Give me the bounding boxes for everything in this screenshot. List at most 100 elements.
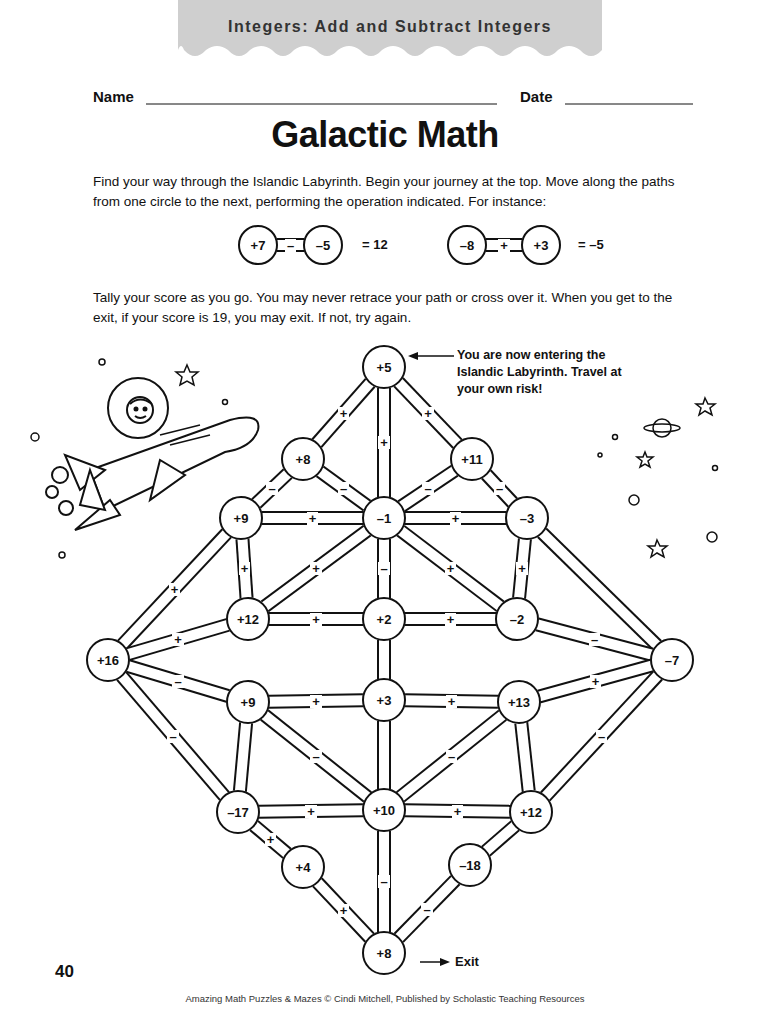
bar-outline xyxy=(405,511,506,525)
circle-number: –8 xyxy=(460,238,474,253)
path-bar xyxy=(264,530,368,607)
bar-fill xyxy=(255,473,288,504)
bar-fill xyxy=(264,530,368,607)
bar-fill xyxy=(536,624,652,655)
operation-sign: – xyxy=(338,482,349,495)
operation-sign: + xyxy=(310,613,322,626)
bar-fill xyxy=(398,879,456,938)
operation-sign: + xyxy=(169,583,181,596)
operation-sign: – xyxy=(266,482,277,495)
path-bar xyxy=(317,882,371,939)
operation-sign: + xyxy=(452,805,464,818)
instructions: Tally your score as you go. You may neve… xyxy=(93,288,693,328)
page-title: Galactic Math xyxy=(0,114,770,156)
bar-outline xyxy=(399,382,458,444)
bar-outline xyxy=(486,238,522,252)
path-bar xyxy=(536,624,652,655)
maze-circle: +16 xyxy=(86,638,130,682)
bar-outline xyxy=(400,715,502,797)
bar-outline xyxy=(262,511,363,525)
maze-circle: +13 xyxy=(497,680,541,724)
path-bar xyxy=(240,722,246,792)
operation-sign: + xyxy=(239,562,251,575)
example-circle: +7 xyxy=(238,225,278,265)
bar-outline xyxy=(377,539,391,598)
bar-fill xyxy=(379,830,389,933)
bar-outline xyxy=(401,531,501,607)
bar-outline xyxy=(320,471,367,505)
path-bar xyxy=(384,720,385,790)
operation-sign: + xyxy=(422,407,434,420)
bar-outline xyxy=(256,473,288,503)
bar-outline xyxy=(399,880,456,938)
example-result: = –5 xyxy=(578,237,604,252)
bar-fill xyxy=(379,538,389,599)
operation-sign: + xyxy=(172,633,184,646)
bar-fill xyxy=(317,882,371,939)
path-bar xyxy=(545,675,659,798)
operation-sign: + xyxy=(310,562,322,575)
bar-outline xyxy=(128,625,228,654)
circle-number: –2 xyxy=(510,612,524,627)
path-bar xyxy=(486,474,514,504)
circle-number: –17 xyxy=(227,805,249,820)
bar-outline xyxy=(122,676,225,796)
example-circle: –5 xyxy=(303,225,343,265)
entry-callout: You are now entering the Islandic Labyri… xyxy=(457,347,627,398)
maze-circle: +9 xyxy=(226,680,270,724)
bar-outline xyxy=(277,238,304,252)
bar-fill xyxy=(253,825,287,854)
circle-number: –3 xyxy=(520,511,534,526)
maze-circle: –7 xyxy=(650,638,694,682)
bar-fill xyxy=(400,530,501,607)
operation-sign: – xyxy=(421,903,432,916)
bar-fill xyxy=(398,381,458,444)
maze-circle: –1 xyxy=(362,496,406,540)
circle-number: +10 xyxy=(373,803,395,818)
circle-number: +12 xyxy=(237,612,259,627)
circle-number: –7 xyxy=(665,653,679,668)
circle-number: +2 xyxy=(377,612,392,627)
space-decoration xyxy=(31,359,718,558)
operation-sign: + xyxy=(338,407,350,420)
callout-arrow xyxy=(408,352,454,360)
maze-circle: –17 xyxy=(216,790,260,834)
example-circle: +3 xyxy=(521,225,561,265)
operation-sign: + xyxy=(338,904,350,917)
bar-outline xyxy=(377,388,391,497)
circle-number: –18 xyxy=(459,858,481,873)
operation-sign: – xyxy=(378,875,389,888)
operation-sign: + xyxy=(310,695,322,708)
operation-sign: – xyxy=(285,239,296,252)
bar-outline xyxy=(317,882,369,937)
circle-number: +8 xyxy=(296,452,311,467)
operation-sign: – xyxy=(589,633,600,646)
operation-sign: – xyxy=(446,750,457,763)
circle-number: +16 xyxy=(97,653,119,668)
operation-sign: + xyxy=(445,562,457,575)
path-bar xyxy=(398,381,458,444)
bar-fill xyxy=(379,720,389,790)
bar-fill xyxy=(316,382,371,444)
maze-circle: +2 xyxy=(362,597,406,641)
operation-sign: + xyxy=(446,695,458,708)
bar-outline xyxy=(269,612,363,626)
circle-number: +3 xyxy=(377,693,392,708)
operation-sign: + xyxy=(378,436,390,449)
exit-arrow xyxy=(420,958,450,966)
operation-sign: + xyxy=(307,512,319,525)
operation-sign: – xyxy=(596,730,607,743)
bar-fill xyxy=(127,625,229,655)
operation-sign: + xyxy=(590,675,602,688)
maze-circle: +10 xyxy=(362,788,406,832)
name-line xyxy=(146,104,497,105)
path-bar xyxy=(127,625,229,655)
path-bar xyxy=(400,530,501,607)
circle-number: +4 xyxy=(296,860,311,875)
path-bar xyxy=(485,825,516,852)
operation-sign: – xyxy=(422,482,433,495)
operation-sign: – xyxy=(310,750,321,763)
header-text: Integers: Add and Subtract Integers xyxy=(178,18,602,36)
path-bar xyxy=(398,879,456,938)
maze-circle: –3 xyxy=(505,496,549,540)
